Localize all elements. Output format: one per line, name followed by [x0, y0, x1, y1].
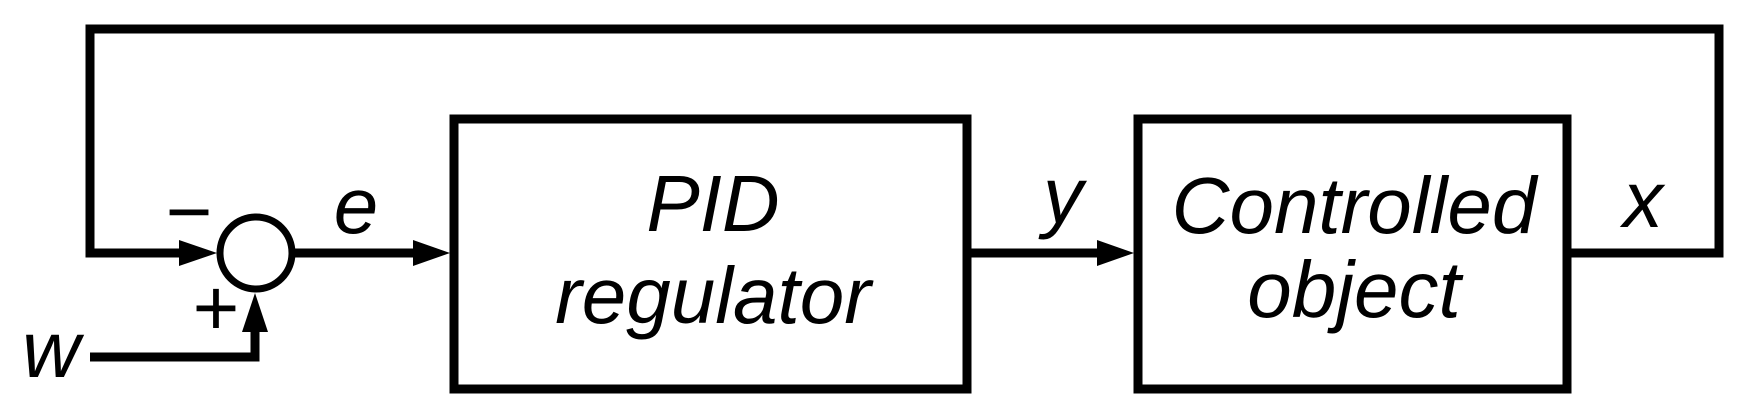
pid-regulator-title-line2: regulator — [555, 251, 874, 340]
control-label: y — [1038, 151, 1088, 240]
pid-regulator-box — [449, 114, 972, 394]
setpoint-arrowhead-icon — [242, 293, 268, 332]
feedback-arrowhead-icon — [179, 240, 217, 266]
error-label: e — [334, 161, 379, 250]
feedback-line — [85, 24, 1724, 258]
setpoint-line — [90, 330, 260, 362]
minus-sign: − — [166, 167, 213, 256]
plus-sign: + — [193, 263, 240, 352]
error-arrowhead-icon — [413, 240, 450, 266]
output-label: x — [1619, 155, 1666, 244]
controlled-object-title-line2: object — [1247, 245, 1463, 334]
summing-junction — [216, 213, 296, 293]
control-arrowhead-icon — [1097, 240, 1134, 266]
setpoint-label: w — [22, 305, 85, 394]
controlled-object-title-line1: Controlled — [1172, 161, 1539, 250]
pid-regulator-title-line1: PID — [646, 159, 779, 248]
controlled-object-box — [1133, 114, 1572, 394]
